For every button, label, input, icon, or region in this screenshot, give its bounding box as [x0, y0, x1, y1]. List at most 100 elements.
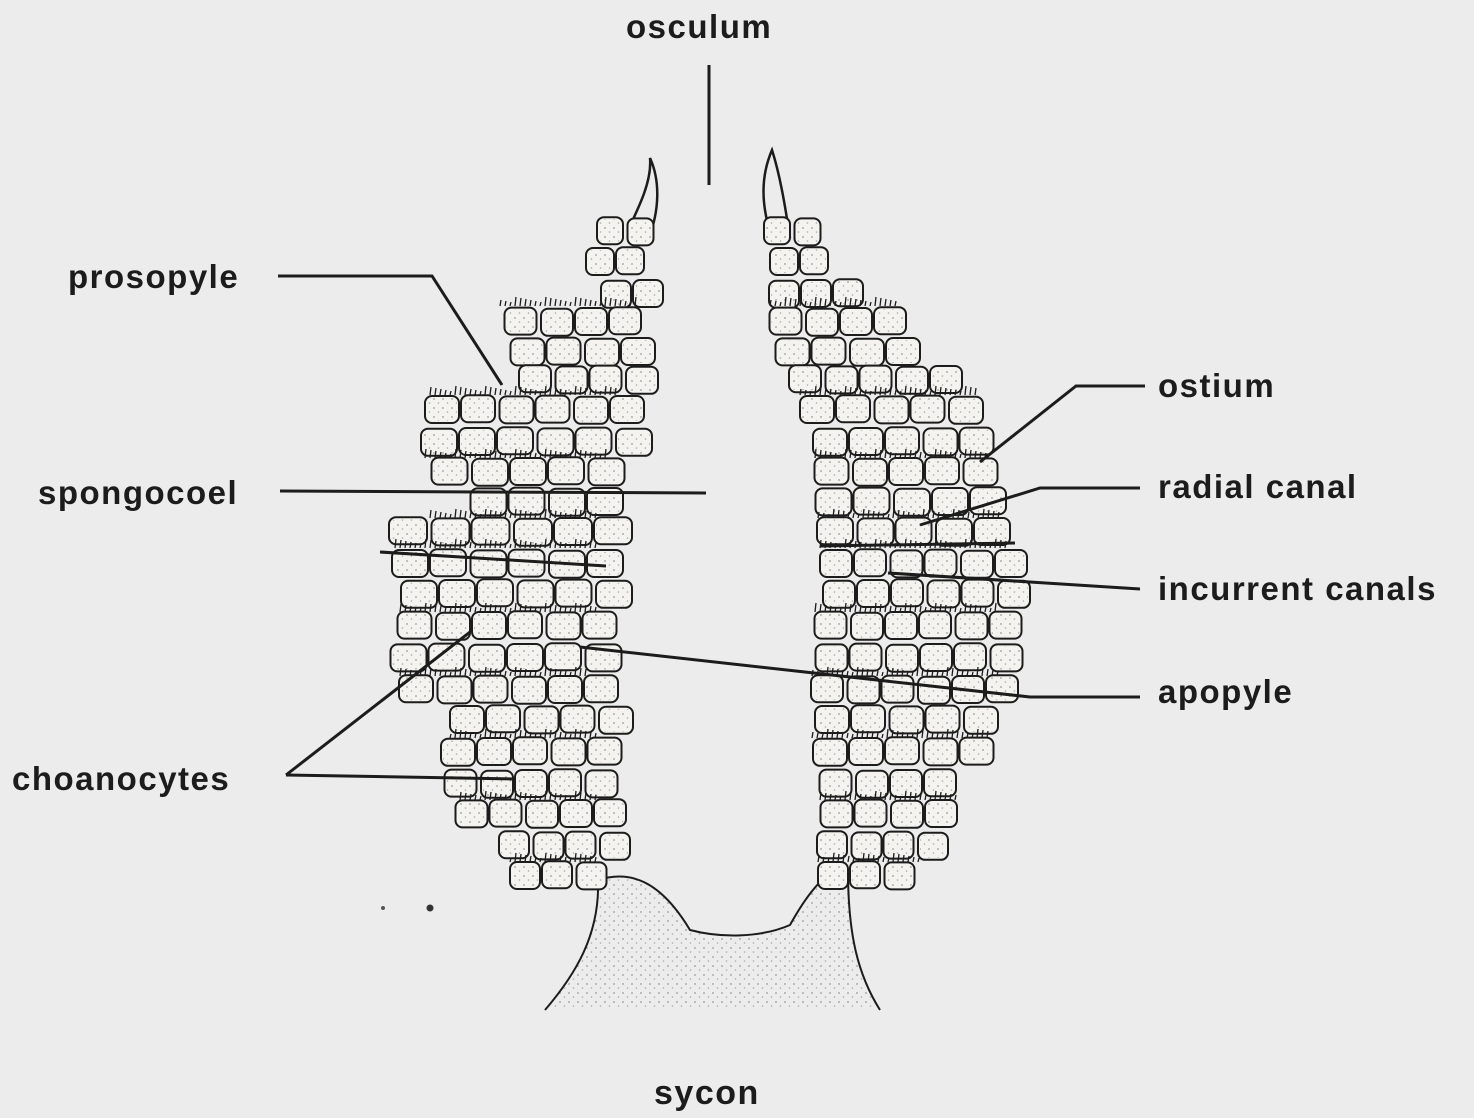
- cell-stipple: [536, 834, 562, 857]
- cell-stipple: [403, 583, 435, 606]
- flagellum-mark: [535, 301, 536, 306]
- flagellum-mark: [485, 729, 486, 738]
- cell-stipple: [913, 398, 943, 421]
- flagellum-mark: [895, 390, 896, 395]
- cell-stipple: [888, 647, 916, 670]
- flagellum-mark: [470, 542, 471, 548]
- cell-stipple: [499, 429, 531, 452]
- flagellum-mark: [465, 388, 466, 395]
- cell-stipple: [543, 311, 571, 334]
- cell-stipple: [819, 833, 845, 856]
- flagellum-mark: [960, 454, 961, 458]
- cell-stipple: [1000, 583, 1028, 606]
- cell-stipple: [434, 520, 468, 543]
- flagellum-mark: [475, 795, 476, 800]
- flagellum-mark: [430, 387, 431, 395]
- cell-stipple: [423, 431, 455, 454]
- flagellum-mark: [815, 603, 816, 612]
- leader-prosopyle: [278, 276, 502, 385]
- cell-stipple: [966, 709, 996, 732]
- flagellum-mark: [880, 298, 881, 306]
- flagellum-mark: [890, 300, 891, 306]
- flagellum-mark: [570, 302, 571, 306]
- flagellum-mark: [595, 301, 596, 306]
- cell-stipple: [577, 310, 605, 333]
- cell-stipple: [520, 582, 552, 605]
- cell-stipple: [618, 249, 642, 272]
- cell-stipple: [391, 519, 425, 542]
- flagellum-mark: [460, 510, 461, 518]
- flagellum-mark: [960, 608, 961, 612]
- cell-stipple: [461, 430, 493, 453]
- cell-stipple: [492, 802, 520, 825]
- cell-stipple: [527, 708, 557, 731]
- cell-stipple: [823, 802, 851, 825]
- cell-stipple: [892, 708, 922, 731]
- cell-stipple: [540, 430, 572, 453]
- flagellum-mark: [560, 300, 561, 306]
- flagellum-mark: [885, 451, 886, 458]
- flagellum-mark: [545, 297, 546, 306]
- cell-stipple: [993, 646, 1021, 669]
- cell-stipple: [818, 646, 846, 669]
- cell-stipple: [886, 834, 912, 857]
- flagellum-mark: [480, 734, 481, 738]
- cell-stipple: [510, 613, 540, 636]
- flagellum-mark: [520, 298, 521, 306]
- cell-stipple: [528, 803, 556, 826]
- flagellum-mark: [855, 605, 856, 612]
- flagellum-mark: [465, 669, 466, 676]
- flagellum-mark: [440, 512, 441, 518]
- cell-stipple: [502, 398, 532, 421]
- cell-stipple: [887, 614, 915, 637]
- flagellum-mark: [913, 857, 914, 862]
- cell-stipple: [563, 708, 593, 731]
- cell-stipple: [817, 708, 847, 731]
- cell-stipple: [521, 367, 549, 390]
- cell-stipple: [819, 519, 851, 542]
- cell-stipple: [842, 310, 870, 333]
- cell-stipple: [550, 459, 582, 482]
- cell-stipple: [772, 310, 800, 333]
- flagellum-mark: [883, 857, 884, 862]
- flagellum-mark: [595, 857, 596, 862]
- flagellum-mark: [875, 297, 876, 306]
- cell-stipple: [876, 309, 904, 332]
- cell-stipple: [997, 552, 1025, 575]
- cell-stipple: [888, 340, 918, 363]
- flagellum-mark: [575, 297, 576, 306]
- cell-stipple: [898, 369, 926, 392]
- cell-stipple: [558, 582, 590, 605]
- cell-stipple: [458, 802, 486, 825]
- cell-stipple: [474, 614, 504, 637]
- cell-stipple: [926, 740, 956, 763]
- flagellum-mark: [545, 667, 546, 676]
- flagellum-mark: [865, 301, 866, 306]
- flagellum-mark: [975, 388, 976, 395]
- cell-stipple: [791, 367, 819, 390]
- flagellum-mark: [853, 513, 854, 518]
- flagellum-mark: [818, 856, 819, 862]
- cell-stipple: [515, 739, 545, 762]
- cell-stipple: [927, 459, 957, 482]
- cell-stipple: [934, 490, 966, 513]
- cell-stipple: [463, 397, 493, 420]
- label-choanocytes: choanocytes: [12, 762, 230, 795]
- cell-stipple: [822, 772, 850, 795]
- cell-stipple: [887, 429, 917, 452]
- cell-stipple: [549, 340, 579, 363]
- flagellum-mark: [852, 672, 853, 676]
- flagellum-mark: [450, 734, 451, 738]
- flagellum-mark: [882, 672, 883, 676]
- flagellum-mark: [890, 794, 891, 800]
- flagellum-mark: [485, 386, 486, 395]
- flagellum-mark: [585, 299, 586, 306]
- figure-caption: sycon: [654, 1076, 760, 1110]
- cell-stipple: [400, 614, 430, 637]
- flagellum-mark: [855, 793, 856, 800]
- cell-stipple: [568, 834, 594, 857]
- flagellum-mark: [565, 733, 566, 738]
- flagellum-mark: [968, 512, 969, 518]
- flagellum-mark: [435, 388, 436, 395]
- cell-stipple: [585, 614, 615, 637]
